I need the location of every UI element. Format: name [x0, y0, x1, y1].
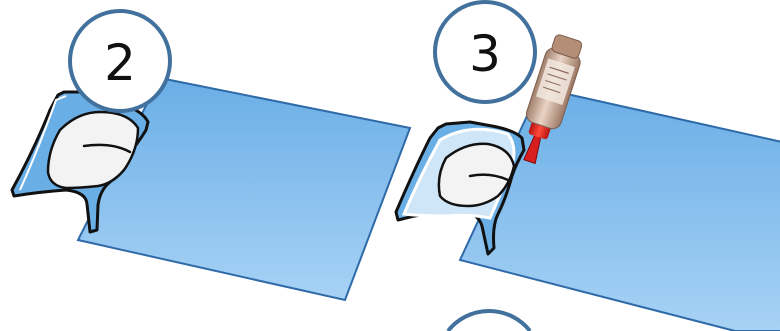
step-2-number: 2	[104, 34, 136, 92]
step-3-panel: 3	[396, 2, 780, 331]
next-step-circle-partial	[448, 311, 530, 331]
step-3-sheet	[460, 88, 780, 331]
step-2-panel: 2	[12, 11, 410, 300]
step-3-number: 3	[469, 25, 501, 83]
